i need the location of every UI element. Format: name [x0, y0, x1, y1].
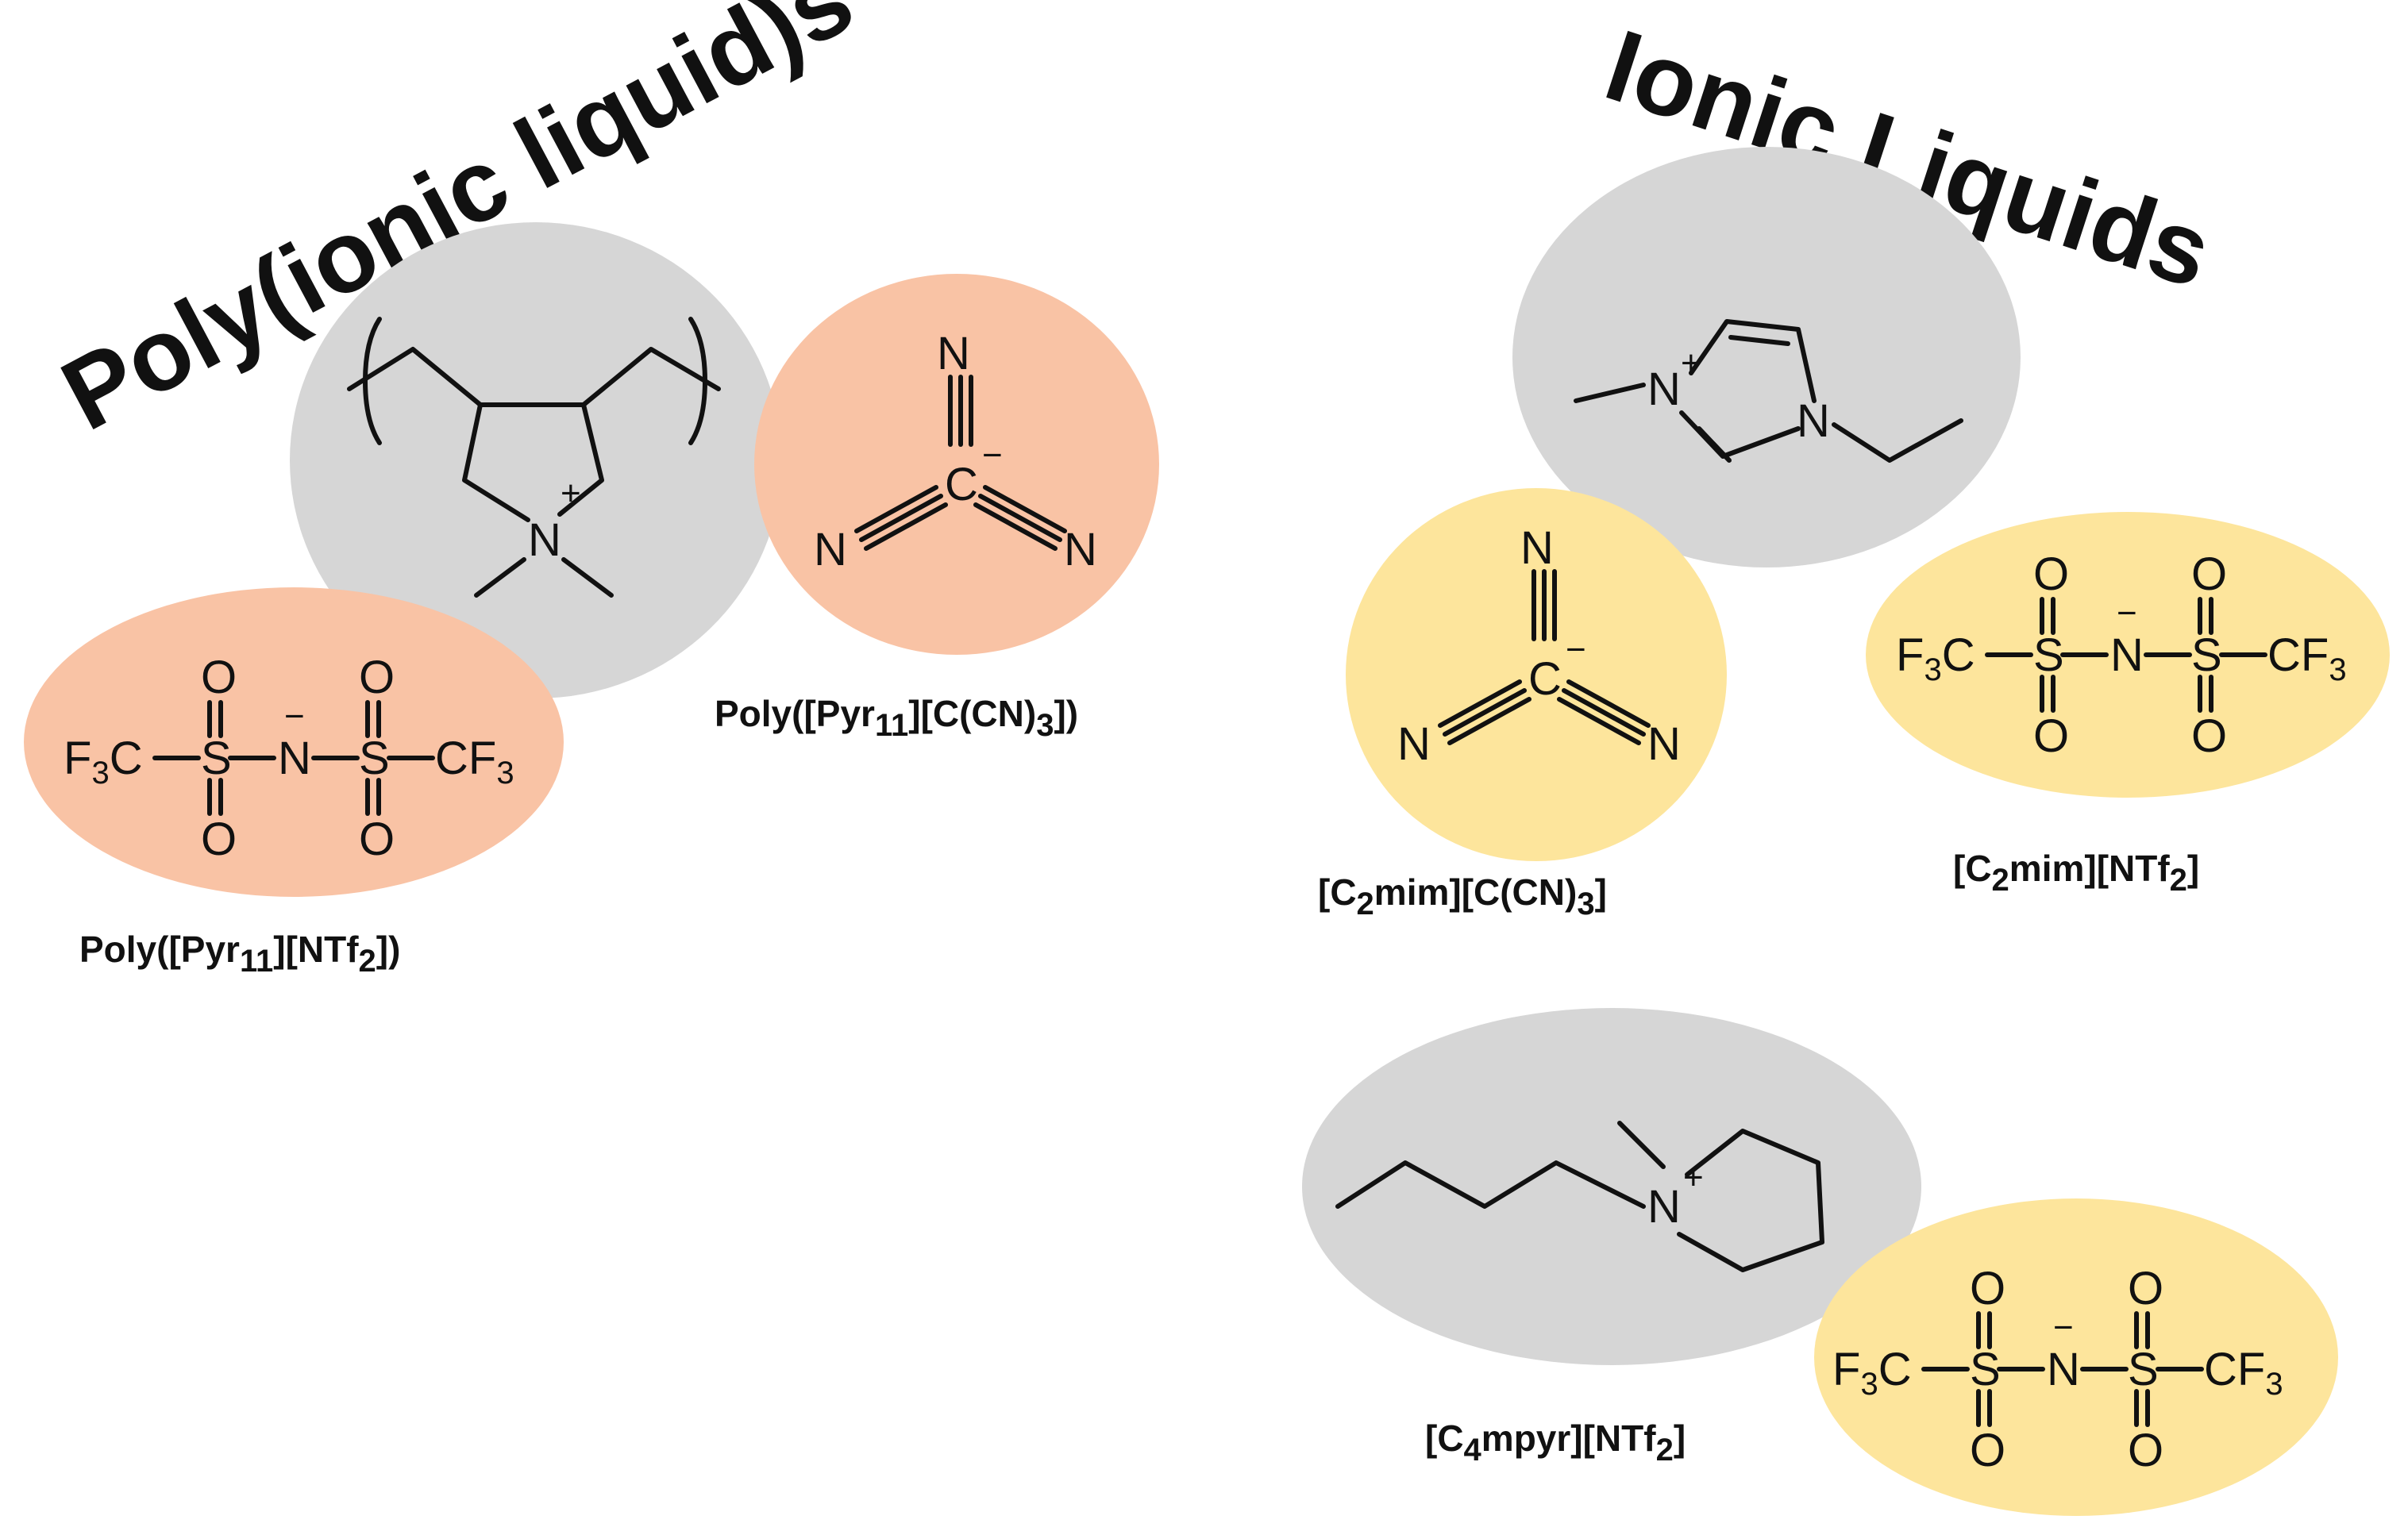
n-methyl-bond [1617, 1121, 1666, 1169]
atom-c-center: C [1528, 653, 1562, 705]
atom-n: N [1797, 395, 1830, 447]
caption-c2mim-ntf2: [C2mim][NTf2] [1953, 848, 2199, 898]
triple-bond-right-2 [1566, 679, 1651, 728]
c4mpyr-cation-blob [1302, 1008, 1921, 1365]
triple-bond-right-1 [978, 494, 1062, 542]
pyrrolidinium-ring-right [557, 402, 604, 517]
triple-bond-left-1 [859, 494, 943, 542]
poly-ccn3-anion-blob [754, 274, 1159, 655]
atom-n-plus: N [1647, 364, 1681, 415]
atom-n-left: N [814, 524, 847, 575]
poly-pyrrolidinium-structure: N + [347, 317, 721, 598]
ethyl-chain [1832, 418, 1963, 463]
atom-n-plus: N [1647, 1181, 1681, 1233]
caption-c2mim-ccn3: [C2mim][C(CN)3] [1318, 871, 1607, 921]
triple-bond-left-2 [854, 485, 938, 533]
caption-c4mpyr-ntf2: [C4mpyr][NTf2] [1425, 1418, 1686, 1468]
atom-n-top: N [1520, 522, 1554, 574]
atom-n-top: N [937, 328, 970, 379]
triple-bond-left-3 [864, 502, 948, 551]
charge-minus: − [982, 436, 1003, 475]
atom-n: N [528, 514, 561, 566]
imidazolium-ring [1689, 319, 1817, 403]
caption-poly-ccn3: Poly([Pyr11][C(CN)3]) [715, 693, 1078, 743]
triple-bond-right-1 [1562, 688, 1646, 737]
il-tricyanomethanide-structure: N C − N N [1397, 522, 1681, 770]
poly-tricyanomethanide-structure: N C − N N [814, 328, 1097, 575]
ring-double-bond-lower [1697, 426, 1732, 463]
pyrrolidinium-ring [1677, 1129, 1824, 1272]
atom-n-right: N [1647, 718, 1681, 770]
triple-bond-right-3 [973, 502, 1058, 551]
triple-bond-left-1 [1443, 688, 1527, 737]
triple-bond-left-2 [1438, 679, 1522, 728]
n-methyl-bond [1574, 383, 1646, 403]
atom-c-center: C [945, 459, 978, 510]
caption-poly-ntf2: Poly([Pyr11][NTf2]) [79, 929, 400, 979]
triple-bond-left-3 [1447, 697, 1531, 745]
n-methyl-right [561, 557, 614, 598]
charge-minus: − [1566, 630, 1586, 669]
c4mpyr-structure: N + [1335, 1121, 1824, 1272]
backbone-chain [347, 347, 721, 407]
il-ccn3-anion-blob [1346, 488, 1727, 861]
pyrrolidinium-ring [462, 402, 530, 522]
triple-bond-right-3 [1557, 697, 1641, 745]
poly-cation-blob [290, 222, 782, 698]
n-methyl-left [474, 557, 526, 598]
charge-plus: + [561, 474, 581, 513]
c2mim-structure: N + N [1574, 319, 1963, 463]
atom-n-right: N [1064, 524, 1097, 575]
c2mim-cation-blob [1512, 147, 2021, 567]
ring-double-bond [1728, 335, 1790, 346]
atom-n-left: N [1397, 718, 1431, 770]
triple-bond-right-2 [983, 485, 1067, 533]
butyl-chain [1335, 1160, 1646, 1209]
